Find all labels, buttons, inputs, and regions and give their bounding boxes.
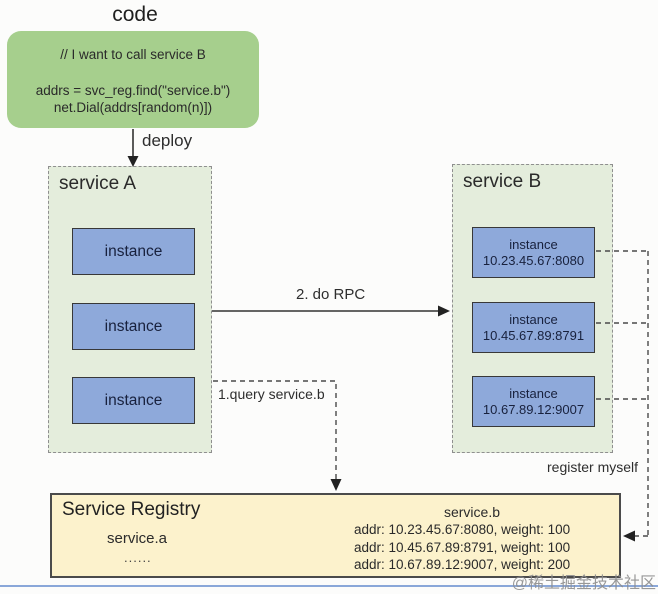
registry-ellipsis: ...... (124, 550, 152, 565)
service-a-instance-3: instance (72, 377, 195, 424)
instance-address: 10.23.45.67:8080 (482, 252, 585, 268)
service-b-title: service B (463, 171, 542, 192)
registry-record: addr: 10.23.45.67:8080, weight: 100 (354, 522, 571, 537)
juejin-watermark: @稀土掘金技术社区 (511, 575, 656, 592)
service-b-instance-2: instance 10.45.67.89:8791 (472, 302, 595, 353)
instance-address: 10.45.67.89:8791 (482, 327, 585, 343)
instance-label: instance (104, 242, 163, 260)
service-registry-box: Service Registry service.a ...... servic… (50, 493, 621, 578)
service-b-instance-1: instance 10.23.45.67:8080 (472, 227, 595, 278)
registry-record: addr: 10.67.89.12:9007, weight: 200 (354, 557, 571, 572)
code-title: code (112, 3, 158, 26)
register-myself-label: register myself (547, 459, 639, 475)
deploy-arrow (127, 129, 139, 167)
instance-address: 10.67.89.12:9007 (482, 401, 585, 417)
code-comment-line: // I want to call service B (60, 47, 206, 62)
query-label: 1.query service.b (218, 386, 325, 402)
registry-service-b-records: addr: 10.23.45.67:8080, weight: 100 addr… (354, 521, 570, 574)
instance-label: instance (104, 391, 163, 409)
instance-label: instance (509, 236, 558, 252)
code-line-find: addrs = svc_reg.find("service.b") (35, 83, 231, 98)
service-a-instance-2: instance (72, 303, 195, 350)
registry-title: Service Registry (62, 499, 201, 520)
instance-label: instance (509, 385, 558, 401)
registry-record: addr: 10.45.67.89:8791, weight: 100 (354, 539, 571, 555)
deploy-label: deploy (142, 131, 193, 150)
rpc-label: 2. do RPC (296, 286, 366, 303)
instance-label: instance (509, 311, 558, 327)
code-snippet-box: // I want to call service B addrs = svc_… (7, 31, 259, 128)
code-line-dial: net.Dial(addrs[random(n)]) (53, 100, 213, 115)
registry-entry-service-b: service.b (443, 504, 501, 520)
page-divider-line (0, 585, 658, 587)
registry-entry-service-a: service.a (107, 530, 168, 547)
instance-label: instance (104, 317, 163, 335)
service-a-title: service A (59, 173, 137, 194)
service-a-instance-1: instance (72, 228, 195, 275)
rpc-arrow (212, 305, 450, 317)
service-b-instance-3: instance 10.67.89.12:9007 (472, 376, 595, 427)
